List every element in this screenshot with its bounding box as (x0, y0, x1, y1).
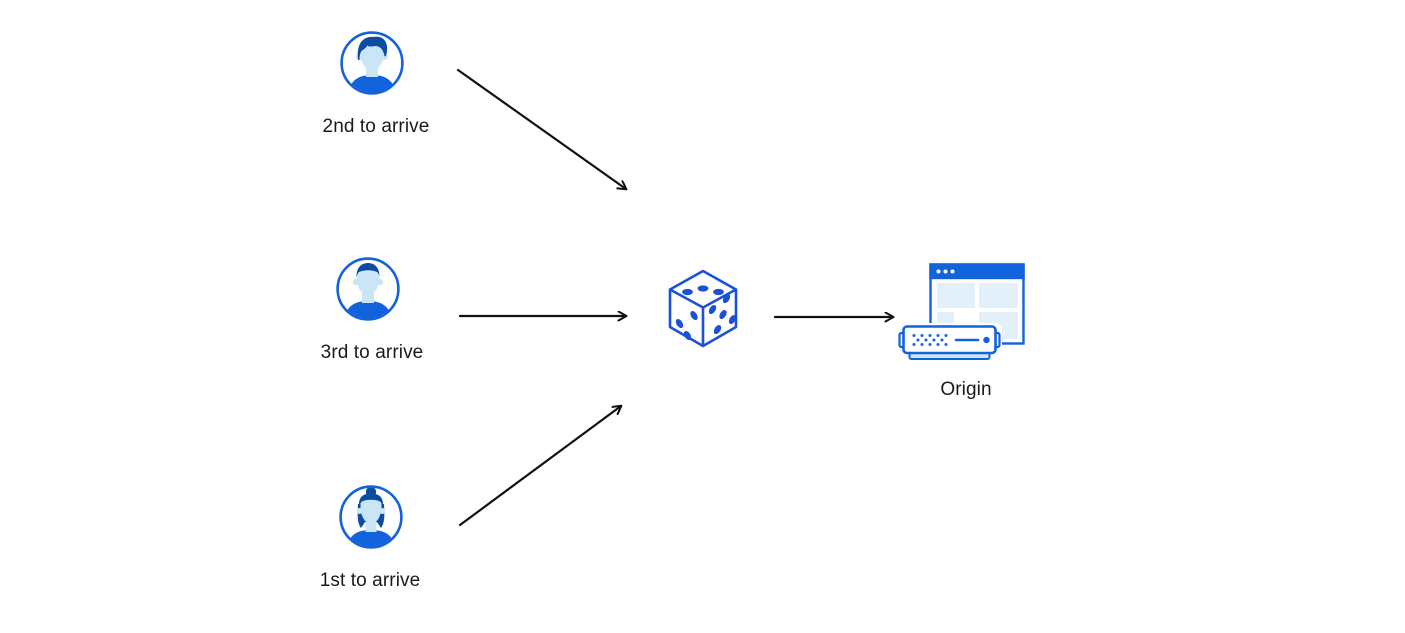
arrow-client1st-to-dice (458, 406, 621, 527)
origin-node (898, 262, 1030, 366)
client-node-1st (338, 484, 404, 550)
dice-icon (668, 269, 738, 348)
client-node-2nd (339, 30, 405, 96)
client-label-3rd: 3rd to arrive (320, 342, 424, 363)
woman-bun-hair-avatar-icon (339, 485, 403, 549)
arrow-client2nd-to-dice (456, 68, 626, 189)
client-label-1st: 1st to arrive (319, 570, 421, 591)
dice-node (666, 267, 740, 351)
man-swoop-hair-avatar-icon (340, 31, 404, 95)
server-icon (898, 323, 1002, 360)
client-label-2nd: 2nd to arrive (322, 116, 430, 137)
origin-browser-server-icon (898, 263, 1025, 360)
client-node-3rd (335, 256, 401, 322)
man-short-hair-avatar-icon (336, 257, 400, 321)
origin-label: Origin (940, 379, 992, 400)
